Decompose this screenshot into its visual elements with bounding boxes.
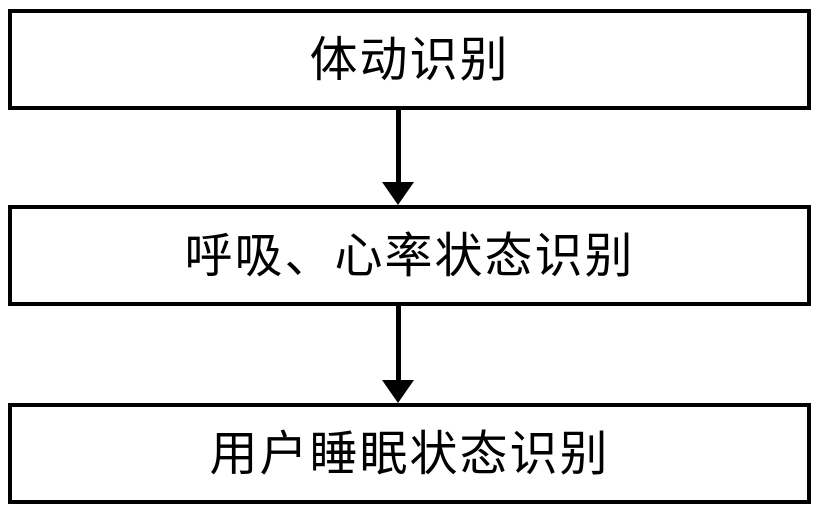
flow-node-breath-heart-rate-state-recognition: 呼吸、心率状态识别 — [8, 205, 811, 306]
arrow-down-icon — [382, 380, 414, 403]
arrow-shaft-1 — [396, 109, 401, 184]
flow-node-user-sleep-state-recognition: 用户睡眠状态识别 — [8, 403, 811, 504]
flow-node-label: 呼吸、心率状态识别 — [184, 227, 635, 284]
flow-node-label: 体动识别 — [309, 31, 510, 88]
arrow-shaft-2 — [396, 305, 401, 382]
arrow-down-icon — [382, 182, 414, 205]
flow-node-label: 用户睡眠状态识别 — [209, 425, 610, 482]
flow-node-body-motion-recognition: 体动识别 — [8, 9, 811, 110]
